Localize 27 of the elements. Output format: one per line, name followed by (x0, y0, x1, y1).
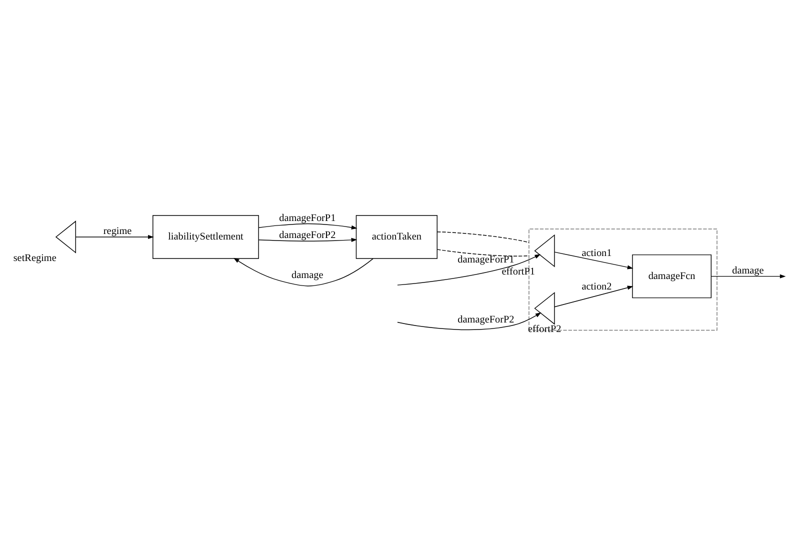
node-box: actionTaken (356, 215, 438, 259)
edge-label: action1 (582, 248, 612, 260)
edge-label: damageForP1 (279, 213, 336, 224)
arrow (397, 254, 541, 286)
edge-label: damage (732, 266, 764, 277)
edge-label: damageForP1 (458, 254, 514, 266)
arrow (258, 223, 358, 230)
arrow (554, 286, 634, 308)
node-triangle (55, 220, 76, 254)
connector (436, 249, 530, 256)
arrow (397, 312, 542, 330)
arrow (258, 238, 358, 242)
arrow (76, 234, 154, 239)
arrow (711, 274, 786, 278)
edge-label: regime (103, 226, 132, 238)
arrow (233, 258, 374, 286)
connector (436, 231, 530, 243)
node-label: effortP1 (502, 266, 535, 278)
arrow (554, 252, 634, 270)
edge-label: damageForP2 (458, 314, 514, 326)
node-box: liabilitySettlement (152, 215, 259, 259)
node-label: setRegime (13, 252, 56, 264)
edge-label: damageForP2 (279, 230, 336, 241)
edge-label: damage (292, 270, 324, 281)
node-box: damageFcn (632, 254, 712, 298)
node-label: effortP2 (528, 324, 562, 336)
edge-label: action2 (582, 282, 612, 293)
